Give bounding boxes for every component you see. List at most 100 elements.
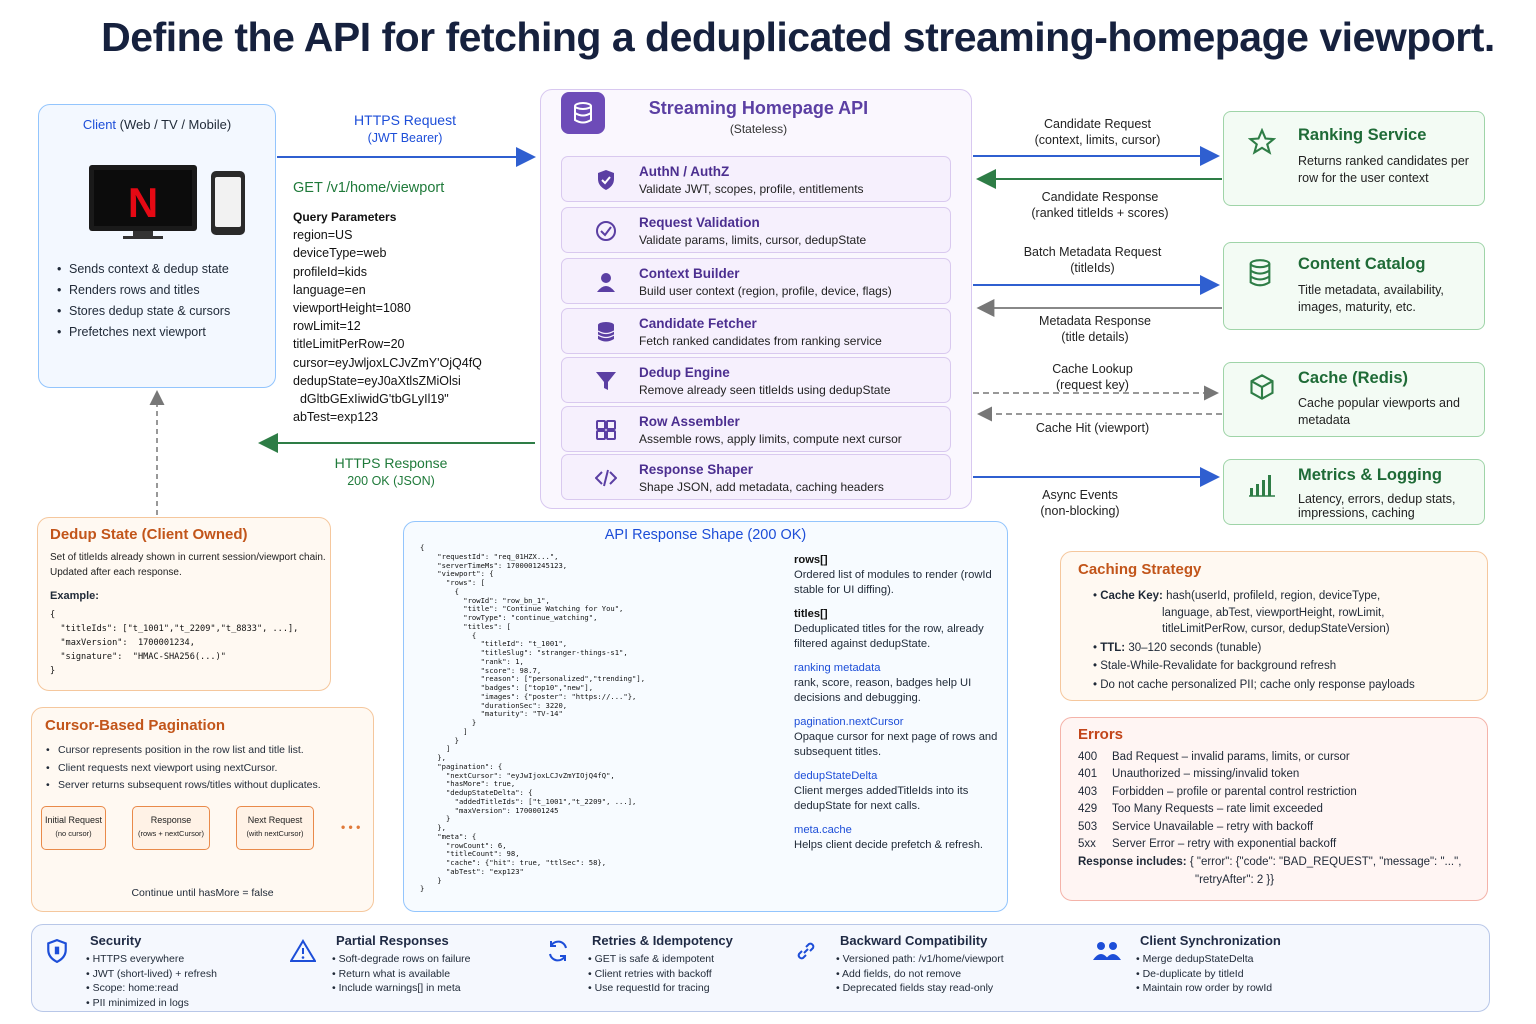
note-value: Opaque cursor for next page of rows and …	[794, 731, 998, 758]
bar-chart-icon	[1248, 472, 1276, 504]
query-line: abTest=exp123	[293, 410, 379, 425]
user-icon	[594, 271, 618, 295]
flow-label: (ranked titleIds + scores)	[1031, 206, 1169, 220]
endpoint-label: GET /v1/home/viewport	[293, 180, 445, 196]
caching-title: Caching Strategy	[1078, 561, 1202, 578]
principle-retries: Retries & Idempotency GET is safe & idem…	[588, 933, 733, 996]
note-key: pagination.nextCursor	[794, 716, 904, 728]
stage-candidate-fetcher: Candidate Fetcher Fetch ranked candidate…	[561, 308, 951, 354]
api-title: Streaming Homepage API	[648, 98, 869, 118]
stage-context: Context Builder Build user context (regi…	[561, 258, 951, 304]
stage-name: Request Validation	[639, 215, 760, 230]
flow-label: Async Events	[1042, 488, 1118, 502]
list-item: Stores dedup state & cursors	[55, 301, 230, 322]
code-icon	[594, 467, 618, 491]
flow-label: Candidate Response	[1041, 190, 1159, 204]
https-request-label: HTTPS Request	[354, 112, 456, 128]
flow-step-next: Next Request(with nextCursor)	[236, 806, 314, 850]
database-icon	[594, 321, 618, 345]
flow-label: Batch Metadata Request	[1023, 245, 1162, 259]
query-line: profileId=kids	[293, 264, 367, 279]
stage-response-shaper: Response Shaper Shape JSON, add metadata…	[561, 454, 951, 500]
list-item: Cursor represents position in the row li…	[44, 742, 321, 760]
dedup-example-label: Example:	[50, 590, 99, 602]
list-item: Sends context & dedup state	[55, 259, 230, 280]
stage-desc: Remove already seen titleIds using dedup…	[639, 383, 891, 397]
filter-icon	[594, 370, 618, 394]
stage-desc: Shape JSON, add metadata, caching header…	[639, 480, 884, 494]
query-line: rowLimit=12	[293, 319, 361, 334]
error-includes: Response includes: { "error": {"code": "…	[1078, 856, 1462, 869]
stage-name: Dedup Engine	[639, 365, 730, 380]
response-notes: rows[] Ordered list of modules to render…	[794, 553, 1004, 853]
query-line: dedupState=eyJ0aXtlsZMiOlsi	[293, 373, 461, 388]
server-icon	[561, 92, 605, 134]
note-value: Client merges addedTitleIds into its ded…	[794, 785, 969, 812]
database-icon	[1248, 259, 1272, 293]
stage-name: Row Assembler	[639, 414, 740, 429]
flow-label: (context, limits, cursor)	[1034, 133, 1161, 147]
list-item: Server returns subsequent rows/titles wi…	[44, 777, 321, 795]
dedup-state-panel: Dedup State (Client Owned) Set of titleI…	[37, 517, 331, 691]
service-name: Content Catalog	[1298, 255, 1426, 273]
users-icon	[1092, 939, 1122, 969]
cursor-title: Cursor-Based Pagination	[45, 717, 226, 734]
service-name: Ranking Service	[1298, 126, 1427, 144]
service-name: Cache (Redis)	[1298, 369, 1409, 387]
flow-label: Metadata Response	[1039, 314, 1151, 328]
client-panel: Client (Web / TV / Mobile) N Sends conte…	[38, 104, 276, 388]
query-line: deviceType=web	[293, 246, 387, 261]
dedup-desc: Set of titleIds already shown in current…	[50, 552, 326, 563]
query-heading: Query Parameters	[293, 210, 397, 224]
query-line: titleLimitPerRow=20	[293, 337, 405, 352]
service-ranking: Ranking Service Returns ranked candidate…	[1223, 111, 1485, 206]
cursor-footer: Continue until hasMore = false	[131, 887, 274, 899]
list-item: Prefetches next viewport	[55, 322, 230, 343]
stage-name: Candidate Fetcher	[639, 316, 757, 331]
flow-label: (title details)	[1061, 330, 1129, 344]
note-key: ranking metadata	[794, 662, 881, 674]
note-key: titles[]	[794, 608, 828, 620]
more-dots: • • •	[341, 820, 361, 834]
bottom-principles-bar: Security HTTPS everywhereJWT (short-live…	[31, 924, 1490, 1012]
api-subtitle: (Stateless)	[729, 122, 788, 136]
response-shape-panel: API Response Shape (200 OK) { "requestId…	[403, 521, 1008, 912]
query-parameters: Query Parameters region=US deviceType=we…	[293, 208, 482, 426]
check-circle-icon	[594, 220, 618, 244]
caching-list: • Cache Key: hash(userId, profileId, reg…	[1093, 590, 1415, 691]
note-key: dedupStateDelta	[794, 770, 878, 782]
service-metrics: Metrics & Logging Latency, errors, dedup…	[1223, 459, 1485, 525]
service-cache: Cache (Redis) Cache popular viewports an…	[1223, 362, 1485, 437]
flow-label: Cache Hit (viewport)	[1035, 421, 1150, 435]
note-key: rows[]	[794, 554, 828, 566]
note-value: Ordered list of modules to render (rowId…	[794, 569, 992, 596]
cursor-pagination-panel: Cursor-Based Pagination Cursor represent…	[31, 707, 374, 912]
service-catalog: Content Catalog Title metadata, availabi…	[1223, 242, 1485, 330]
stage-authn: AuthN / AuthZ Validate JWT, scopes, prof…	[561, 156, 951, 202]
response-code: { "requestId": "req_01HZX...", "serverTi…	[420, 543, 646, 894]
link-icon	[794, 939, 818, 969]
stage-desc: Assemble rows, apply limits, compute nex…	[639, 432, 902, 446]
stage-desc: Validate JWT, scopes, profile, entitleme…	[639, 182, 864, 196]
warning-icon	[289, 939, 317, 969]
flow-step-initial: Initial Request(no cursor)	[41, 806, 106, 850]
service-desc: Cache popular viewports and metadata	[1298, 396, 1460, 427]
flow-label: Cache Lookup	[1052, 362, 1133, 376]
query-line: region=US	[293, 228, 353, 243]
list-item: Renders rows and titles	[55, 280, 230, 301]
shape-title: API Response Shape (200 OK)	[604, 527, 807, 543]
errors-title: Errors	[1078, 726, 1124, 743]
flow-label: (titleIds)	[1070, 261, 1115, 275]
shield-icon	[46, 938, 68, 969]
list-item: Client requests next viewport using next…	[44, 760, 321, 778]
flow-label: (request key)	[1056, 378, 1129, 392]
dedup-desc: Updated after each response.	[50, 567, 182, 578]
https-response-sub: 200 OK (JSON)	[347, 474, 435, 488]
stage-name: AuthN / AuthZ	[639, 164, 730, 179]
